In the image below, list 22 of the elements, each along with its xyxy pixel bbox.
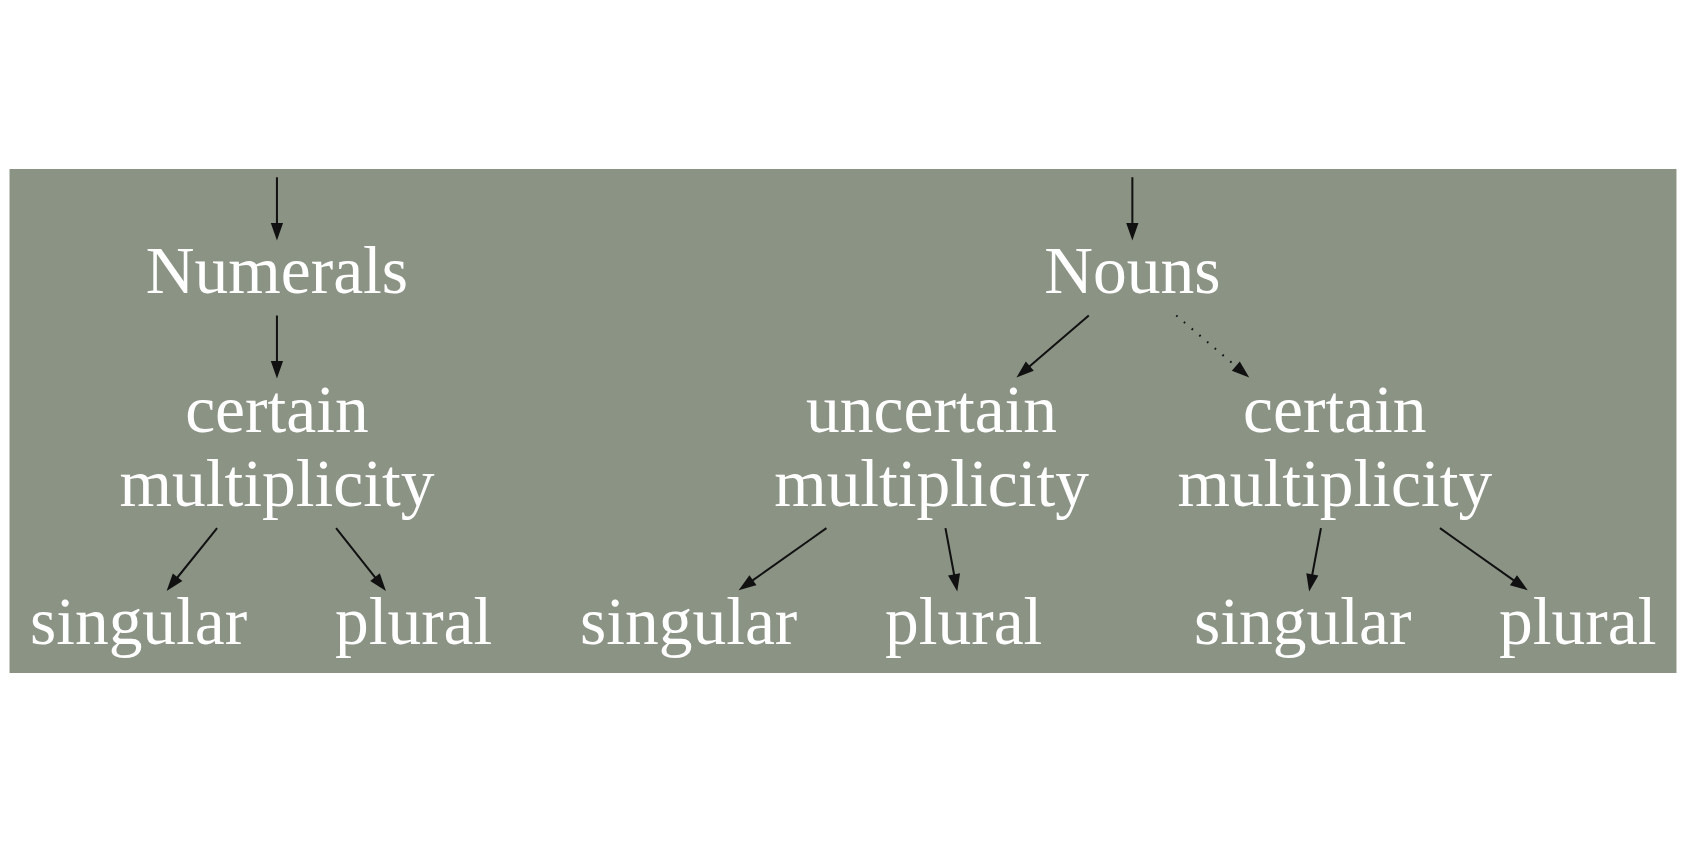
- arrow: [738, 526, 827, 590]
- arrow: [1016, 314, 1090, 377]
- arrow: [270, 315, 284, 379]
- node-text: plural: [1499, 583, 1657, 659]
- node-text: certain multiplicity: [119, 371, 435, 521]
- arrow: [270, 176, 284, 241]
- node-text: singular: [1194, 583, 1412, 659]
- node-text: Numerals: [145, 232, 409, 308]
- node-text: singular: [579, 583, 798, 659]
- node-text: plural: [334, 583, 493, 659]
- node-text: singular: [29, 583, 248, 659]
- arrow: [1175, 314, 1250, 377]
- arrow: [1126, 176, 1139, 241]
- arrow: [1306, 527, 1322, 592]
- arrow: [944, 527, 961, 592]
- node-text: plural: [884, 583, 1043, 659]
- arrow: [335, 527, 386, 591]
- arrow: [166, 527, 218, 591]
- arrow: [1439, 526, 1528, 590]
- node-text: Nouns: [1044, 232, 1221, 308]
- node-text: uncertain multiplicity: [774, 371, 1089, 521]
- node-text: certain multiplicity: [1177, 371, 1493, 521]
